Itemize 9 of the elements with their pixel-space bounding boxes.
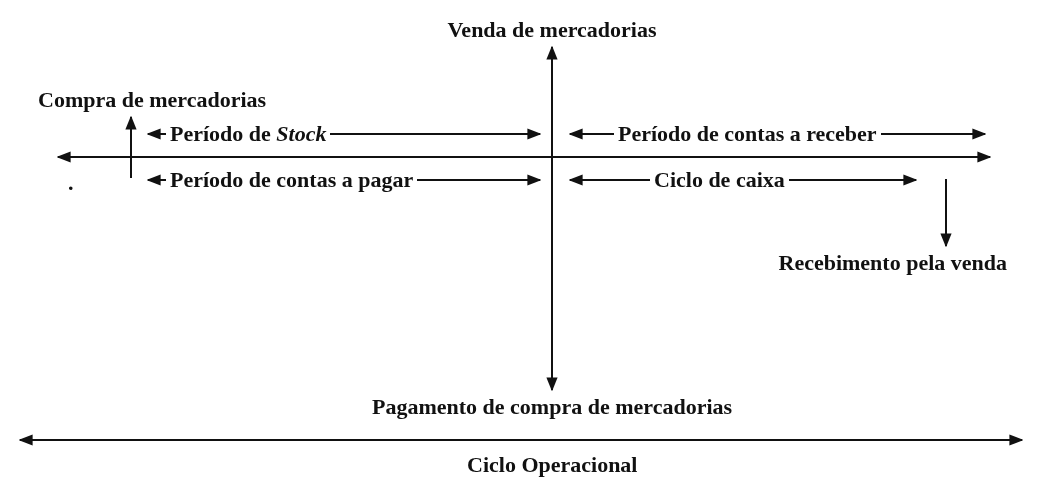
node-label: Compra de mercadorias	[38, 87, 267, 113]
label: .	[68, 170, 74, 196]
arrow	[940, 178, 952, 248]
arrow	[125, 115, 137, 179]
node-label: Pagamento de compra de mercadorias	[372, 394, 733, 420]
node-label: Recebimento pela venda	[778, 250, 1008, 276]
node-label: Venda de mercadorias	[447, 17, 657, 43]
arrow	[546, 45, 558, 392]
label: Ciclo Operacional	[467, 452, 638, 478]
